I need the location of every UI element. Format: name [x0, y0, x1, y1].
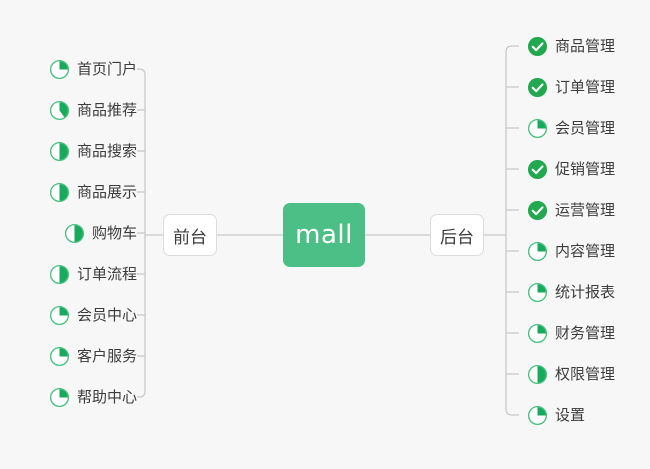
- check-circle-icon: [527, 36, 548, 56]
- progress-pie-icon: [527, 364, 548, 384]
- root-node-label: mall: [295, 220, 353, 250]
- progress-pie-icon: [49, 346, 70, 366]
- leaf-item-label: 帮助中心: [76, 388, 137, 406]
- check-circle-icon: [527, 77, 548, 97]
- leaf-item-label: 商品展示: [76, 183, 137, 201]
- progress-pie-icon: [49, 305, 70, 325]
- progress-pie-icon: [527, 282, 548, 302]
- leaf-item-label: 购物车: [91, 224, 137, 242]
- root-node-mall[interactable]: mall: [283, 203, 365, 267]
- leaf-item[interactable]: 会员中心: [49, 302, 137, 328]
- leaf-item[interactable]: 帮助中心: [49, 384, 137, 410]
- leaf-item[interactable]: 商品推荐: [49, 97, 137, 123]
- leaf-item[interactable]: 运营管理: [527, 197, 615, 223]
- leaf-item-label: 促销管理: [555, 160, 616, 178]
- leaf-item[interactable]: 商品展示: [49, 179, 137, 205]
- progress-pie-icon: [49, 59, 70, 79]
- leaf-item-label: 设置: [555, 406, 586, 424]
- leaf-item-label: 商品推荐: [76, 101, 137, 119]
- check-circle-icon: [527, 200, 548, 220]
- leaf-item-label: 商品管理: [555, 37, 616, 55]
- leaf-item-label: 商品搜索: [76, 142, 137, 160]
- leaf-item-label: 财务管理: [555, 324, 616, 342]
- leaf-item-label: 客户服务: [76, 347, 137, 365]
- progress-pie-icon: [527, 405, 548, 425]
- branch-node-backend[interactable]: 后台: [430, 214, 484, 256]
- leaf-item-label: 会员管理: [555, 119, 616, 137]
- leaf-item[interactable]: 会员管理: [527, 115, 615, 141]
- leaf-item[interactable]: 内容管理: [527, 238, 615, 264]
- leaf-item-label: 统计报表: [555, 283, 616, 301]
- backend-spine: [505, 45, 519, 416]
- progress-pie-icon: [49, 141, 70, 161]
- progress-pie-icon: [49, 387, 70, 407]
- leaf-item-label: 首页门户: [76, 60, 137, 78]
- progress-pie-icon: [527, 241, 548, 261]
- leaf-item[interactable]: 财务管理: [527, 320, 615, 346]
- leaf-item[interactable]: 客户服务: [49, 343, 137, 369]
- leaf-item[interactable]: 首页门户: [49, 56, 137, 82]
- progress-pie-icon: [64, 223, 85, 243]
- progress-pie-icon: [527, 323, 548, 343]
- progress-pie-icon: [49, 264, 70, 284]
- leaf-item-label: 权限管理: [555, 365, 616, 383]
- leaf-item-label: 订单管理: [555, 78, 616, 96]
- leaf-item[interactable]: 商品搜索: [49, 138, 137, 164]
- branch-node-frontend[interactable]: 前台: [163, 214, 217, 256]
- leaf-item[interactable]: 订单管理: [527, 74, 615, 100]
- progress-pie-icon: [527, 118, 548, 138]
- leaf-item[interactable]: 设置: [527, 402, 585, 428]
- leaf-item-label: 订单流程: [76, 265, 137, 283]
- leaf-item[interactable]: 统计报表: [527, 279, 615, 305]
- leaf-item[interactable]: 商品管理: [527, 33, 615, 59]
- leaf-item[interactable]: 权限管理: [527, 361, 615, 387]
- branch-node-frontend-label: 前台: [173, 227, 207, 248]
- leaf-item[interactable]: 促销管理: [527, 156, 615, 182]
- leaf-item-label: 运营管理: [555, 201, 616, 219]
- progress-pie-icon: [49, 182, 70, 202]
- leaf-item[interactable]: 订单流程: [49, 261, 137, 287]
- progress-pie-icon: [49, 100, 70, 120]
- leaf-item-label: 内容管理: [555, 242, 616, 260]
- leaf-item-label: 会员中心: [76, 306, 137, 324]
- branch-node-backend-label: 后台: [440, 227, 474, 248]
- check-circle-icon: [527, 159, 548, 179]
- leaf-item[interactable]: 购物车: [64, 220, 137, 246]
